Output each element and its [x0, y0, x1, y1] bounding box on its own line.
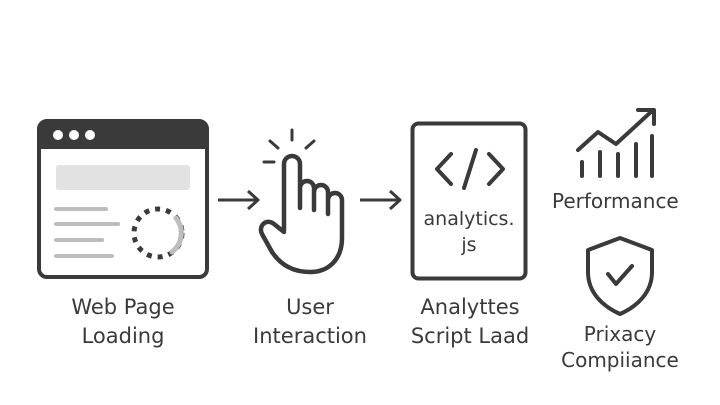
caption-line-2: Loading	[81, 324, 165, 348]
privacy-label: Prixacy Compiiance	[548, 321, 692, 373]
hand-tap-icon	[258, 128, 345, 275]
caption-line-1: Web Page	[71, 295, 175, 319]
caption-line-2: Script Laad	[410, 324, 530, 348]
code-brackets-icon	[435, 148, 505, 190]
step-caption-web-page-loading: Web Page Loading	[48, 293, 198, 351]
privacy-label-line-2: Compiiance	[561, 348, 679, 372]
arrow-right-icon	[360, 189, 402, 211]
privacy-label-line-1: Prixacy	[583, 322, 657, 346]
script-filename-line-1: analytics.	[423, 208, 515, 230]
shield-check-icon	[586, 236, 654, 316]
script-filename-line-2: js	[461, 234, 477, 256]
caption-line-1: Analyttes	[420, 295, 520, 319]
caption-line-2: Interaction	[253, 324, 367, 348]
arrow-right-icon	[218, 189, 260, 211]
performance-chart-icon	[576, 108, 656, 178]
browser-window-icon	[37, 119, 209, 279]
caption-line-1: User	[286, 295, 334, 319]
step-caption-user-interaction: User Interaction	[240, 293, 380, 351]
performance-label: Performance	[552, 189, 679, 213]
step-caption-analytics-script-load: Analyttes Script Laad	[398, 293, 542, 351]
script-filename: analytics. js	[414, 206, 524, 258]
